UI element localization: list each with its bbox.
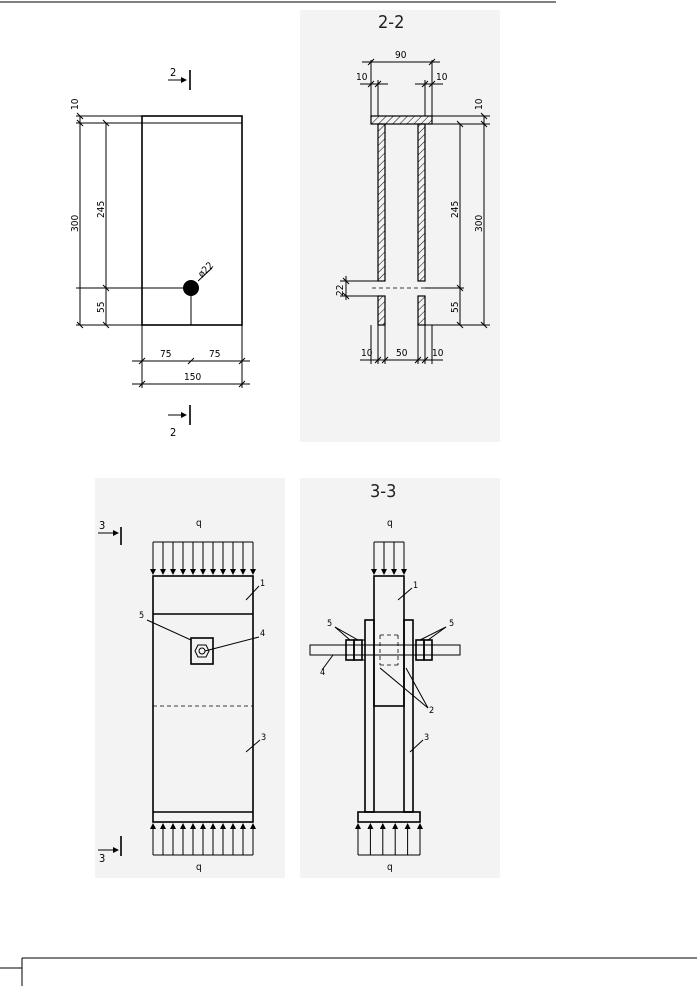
svg-text:1: 1 [260, 579, 265, 589]
svg-text:q: q [387, 518, 393, 529]
svg-text:300: 300 [474, 215, 485, 232]
svg-text:10: 10 [436, 72, 448, 83]
svg-text:90: 90 [395, 50, 407, 61]
svg-text:10: 10 [361, 348, 373, 359]
bottom-right-panel-bg [300, 478, 500, 878]
svg-text:2: 2 [170, 426, 176, 439]
svg-text:4: 4 [260, 629, 265, 639]
side-view: 90 10 10 10 245 300 55 22 [335, 50, 490, 364]
svg-text:55: 55 [96, 302, 107, 313]
svg-text:75: 75 [160, 349, 171, 360]
svg-text:150: 150 [184, 372, 201, 383]
svg-text:4: 4 [320, 668, 325, 678]
svg-text:300: 300 [70, 215, 81, 232]
cut-marker-2-top: 2 [168, 66, 191, 90]
svg-text:3: 3 [424, 733, 429, 743]
svg-text:10: 10 [356, 72, 368, 83]
svg-text:5: 5 [327, 619, 332, 629]
cut-marker-2-bottom: 2 [168, 405, 191, 439]
svg-text:2: 2 [429, 706, 434, 716]
svg-text:10: 10 [70, 98, 81, 110]
svg-text:q: q [387, 862, 393, 873]
load-side-view: q q 1 5 5 4 [309, 518, 461, 873]
svg-text:22: 22 [335, 285, 346, 296]
cut-marker-3-bottom: 3 [98, 836, 122, 865]
section-2-2-title: 2-2 [378, 12, 404, 33]
svg-text:55: 55 [450, 302, 461, 313]
svg-text:50: 50 [396, 348, 408, 359]
svg-text:5: 5 [449, 619, 454, 629]
svg-text:5: 5 [139, 611, 144, 621]
svg-text:3: 3 [261, 733, 266, 743]
top-panel-bg [300, 10, 500, 442]
svg-text:q: q [196, 862, 202, 873]
section-3-3-title: 3-3 [370, 481, 396, 502]
svg-text:10: 10 [474, 98, 485, 110]
svg-text:75: 75 [209, 349, 220, 360]
svg-text:245: 245 [450, 201, 461, 218]
svg-text:2: 2 [170, 66, 176, 79]
svg-text:3: 3 [99, 519, 105, 532]
load-front-view: q q 1 5 4 3 [139, 518, 266, 873]
bottom-frame [0, 957, 697, 986]
svg-text:q: q [196, 518, 202, 529]
bottom-left-panel-bg [95, 478, 285, 878]
svg-text:3: 3 [99, 852, 105, 865]
svg-text:ø22: ø22 [196, 260, 216, 280]
front-view: ø22 10 245 300 55 75 75 150 [70, 98, 250, 388]
svg-text:245: 245 [96, 201, 107, 218]
svg-text:1: 1 [413, 581, 418, 591]
svg-text:10: 10 [432, 348, 444, 359]
cut-marker-3-top: 3 [98, 519, 122, 545]
